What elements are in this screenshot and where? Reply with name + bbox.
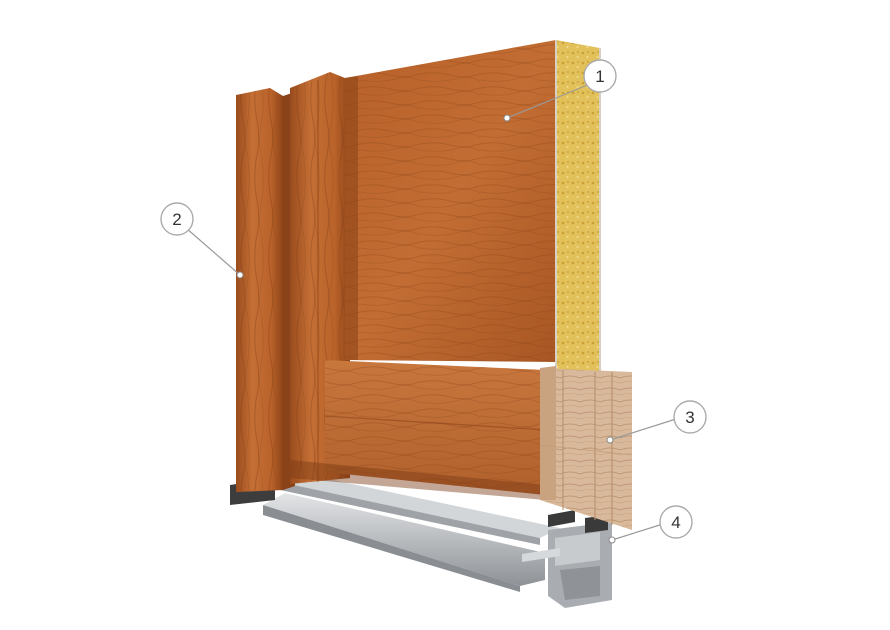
laminated-frame-section (539, 366, 633, 530)
callout-4: 4 (659, 505, 693, 539)
callout-leaders (185, 83, 677, 541)
callout-2: 2 (160, 202, 194, 236)
aluminum-threshold (263, 473, 612, 608)
door-panel (345, 40, 556, 362)
callout-1: 1 (583, 59, 617, 93)
insulation-core (555, 40, 601, 395)
bottom-rail (290, 360, 546, 500)
callout-1-label: 1 (595, 67, 604, 86)
outer-stile (236, 88, 295, 492)
callout-4-label: 4 (671, 513, 680, 532)
callout-2-label: 2 (172, 210, 181, 229)
callout-3-label: 3 (685, 408, 694, 427)
callout-3: 3 (673, 400, 707, 434)
callout-anchors (236, 114, 616, 544)
